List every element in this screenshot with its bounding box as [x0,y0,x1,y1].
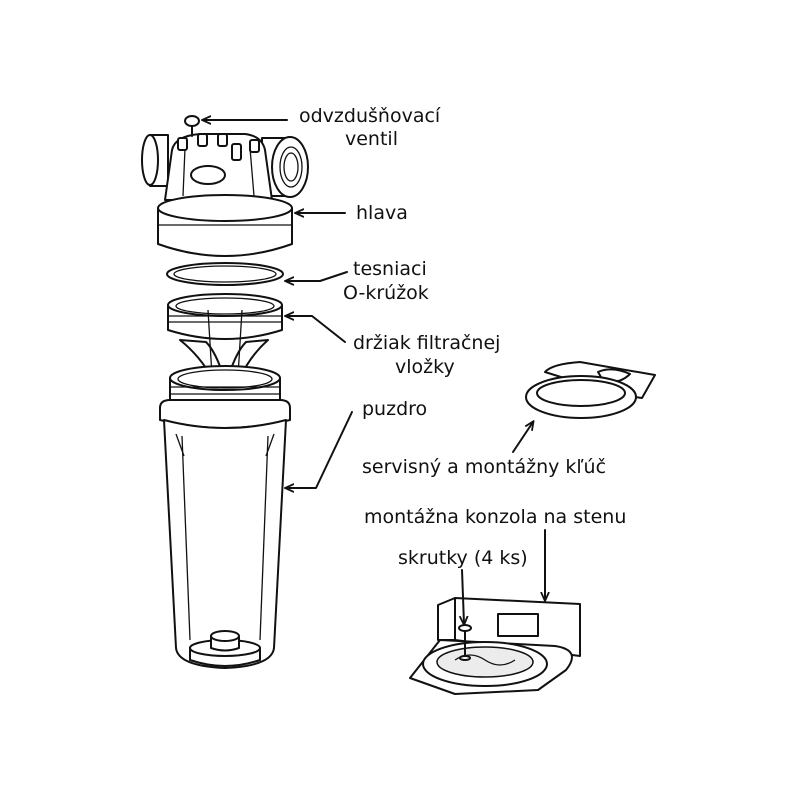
label-housing: puzdro [362,398,428,420]
arrow-holder [286,316,346,343]
wall-bracket [409,597,581,695]
label-head: hlava [356,202,408,224]
arrow-housing [286,411,353,488]
filter-head [141,115,309,257]
label-vent-line2: ventil [345,128,398,150]
label-screws: skrutky (4 ks) [398,547,528,569]
arrow-wrench [512,422,533,453]
label-wrench: servisný a montážny kľúč [362,456,607,478]
label-oring-line1: tesniaci [353,258,427,280]
label-holder-line2: vložky [395,356,455,378]
service-wrench [525,361,656,419]
arrow-oring [286,271,348,281]
arrow-screws [462,569,464,624]
label-holder-line1: držiak filtračnej [353,332,501,354]
label-oring-line2: O-krúžok [343,282,429,304]
o-ring [166,262,284,286]
cartridge-holder [167,293,283,379]
label-vent-line1: odvzdušňovací [299,105,441,127]
label-bracket: montážna konzola na stenu [364,506,627,528]
housing [159,365,291,669]
leader-lines [203,120,545,624]
